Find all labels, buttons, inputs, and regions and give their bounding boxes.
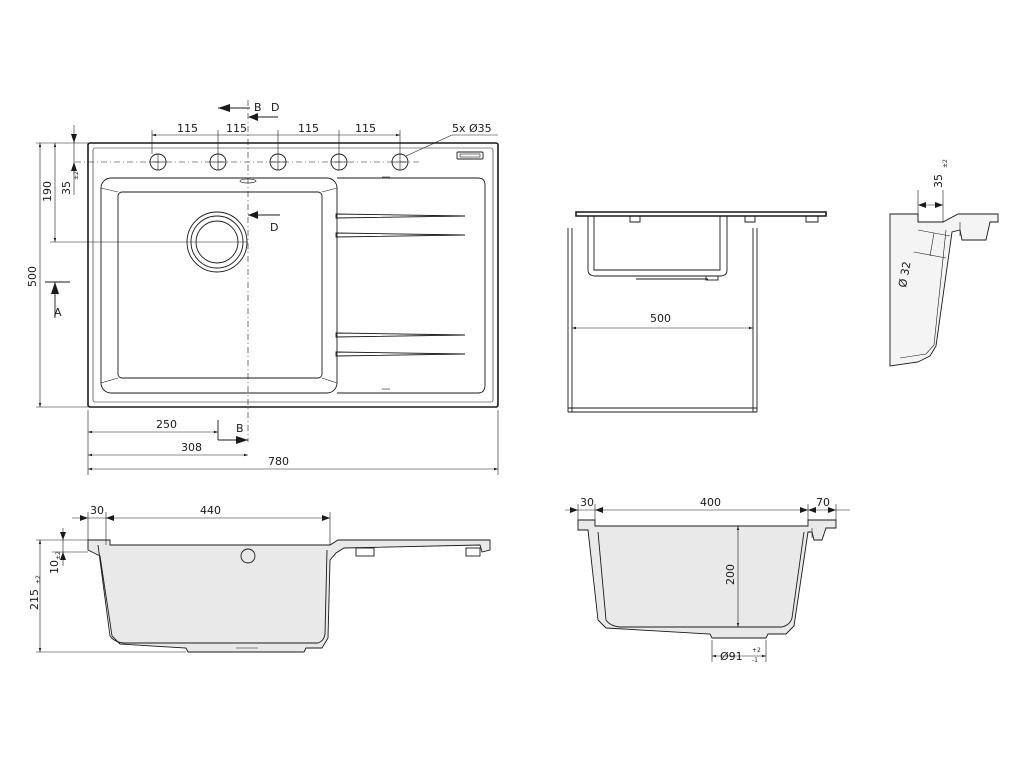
cross-dim-30: 30 [580,496,594,509]
long-dim-10: 10 [48,560,61,574]
dim-500-left: 500 [26,266,39,287]
bowl-inner [117,191,323,379]
side-profile [889,213,999,367]
dim-500-cabinet: 500 [650,312,671,325]
long-dim-30: 30 [90,504,104,517]
sink-outline-inner [92,147,494,403]
long-dim-10-tol: ±2 [55,551,62,560]
cross-dim-200: 200 [724,564,737,585]
cross-dim-400: 400 [700,496,721,509]
cross-section: 30 400 70 200 Ø91 +2 -1 [565,496,850,664]
side-dim-35-tol: ±2 [942,159,949,168]
front-rim [575,211,827,217]
sink-outline [87,142,499,408]
long-dim-215-tol: ±2 [35,575,42,584]
hole-spacing-3: 115 [298,122,319,135]
hole-callout: 5x Ø35 [452,122,492,135]
dim-250: 250 [156,418,177,431]
bowl-outer [100,177,338,394]
long-dim-440: 440 [200,504,221,517]
long-dim-215: 215 [28,589,41,610]
cross-dim-91: Ø91 [720,650,743,663]
long-section: 30 440 215 ±2 10 ±2 [28,504,491,653]
cross-section-profile [577,519,837,639]
dim-780: 780 [268,455,289,468]
cross-dim-91-tol-top: +2 [752,647,761,654]
drainer-area [337,177,486,394]
side-dim-32: Ø 32 [896,261,913,289]
section-d-label-mid: D [270,221,278,234]
side-detail: 35 ±2 Ø 32 [889,159,999,367]
section-a-label: A [54,306,62,319]
front-view: 500 [567,211,827,413]
dim-35-left: 35 [60,181,73,195]
side-dim-35: 35 [932,174,945,188]
top-view: B D D B A 115 115 115 115 5x Ø35 500 [26,100,499,475]
hole-spacing-1: 115 [177,122,198,135]
dim-308: 308 [181,441,202,454]
cross-dim-91-tol-bot: -1 [752,657,758,664]
dim-35-left-tol: ±2 [73,171,80,180]
hole-spacing-2: 115 [226,122,247,135]
section-d-label-top: D [271,101,279,114]
drainer-grooves [335,213,466,357]
cross-dim-70: 70 [816,496,830,509]
hole-spacing-4: 115 [355,122,376,135]
section-b-label-top: B [254,101,262,114]
dim-190: 190 [41,181,54,202]
overflow-slot [456,151,484,160]
section-b-label-bottom: B [236,422,244,435]
long-section-profile [87,539,491,653]
